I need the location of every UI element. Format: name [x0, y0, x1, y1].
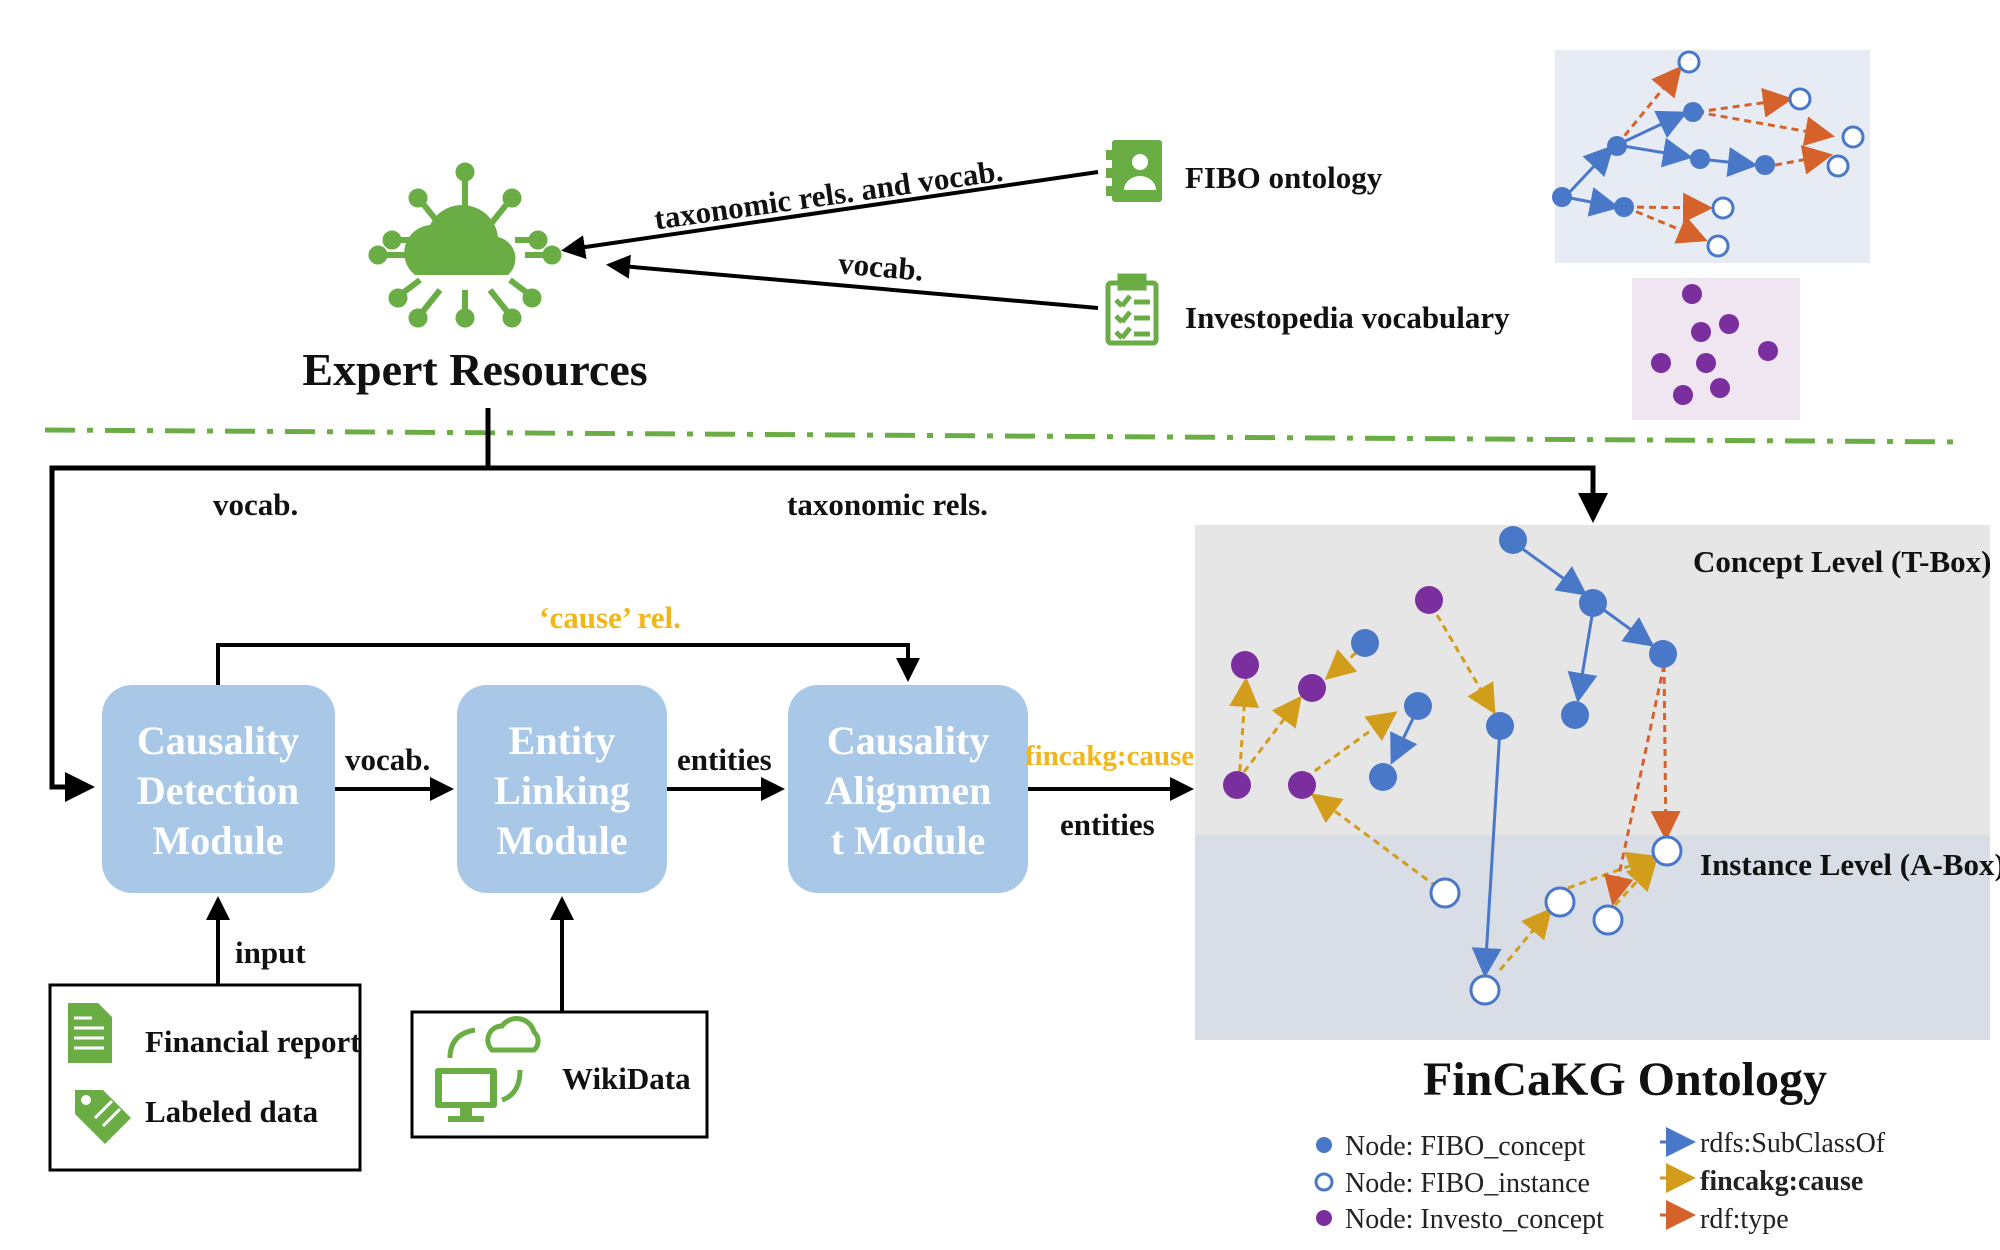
- svg-text:Linking: Linking: [494, 768, 630, 813]
- edge-cause-rel: [216, 643, 920, 685]
- wikidata-box: WikiData: [410, 1010, 709, 1139]
- cloud-network-icon: [368, 162, 562, 328]
- document-icon: [68, 1003, 112, 1063]
- legend-fibo-instance-marker: [1314, 1172, 1334, 1192]
- section-separator: [44, 427, 1966, 445]
- edge-label-vocab-top: vocab.: [837, 245, 925, 287]
- svg-text:Causality: Causality: [827, 718, 989, 763]
- wikidata-label: WikiData: [562, 1061, 691, 1096]
- svg-text:Causality: Causality: [137, 718, 299, 763]
- legend-cause: fincakg:cause: [1700, 1166, 1863, 1197]
- edge-label-entities-right: entities: [1060, 807, 1155, 842]
- svg-text:Module: Module: [496, 818, 627, 863]
- expert-resources-title: Expert Resources: [302, 344, 647, 395]
- causality-alignment-module: Causality Alignmen t Module: [788, 685, 1028, 893]
- clipboard-checklist-icon: [1105, 273, 1159, 346]
- instance-level-label: Instance Level (A-Box): [1700, 847, 2000, 882]
- expert-flow-lines: [49, 408, 1608, 802]
- causality-detection-module: Causality Detection Module: [102, 685, 335, 893]
- svg-text:t Module: t Module: [831, 818, 985, 863]
- fincakg-ontology-title: FinCaKG Ontology: [1423, 1053, 1827, 1106]
- tag-icon: [75, 1090, 131, 1144]
- legend-investo-concept: Node: Investo_concept: [1345, 1204, 1604, 1235]
- svg-text:Detection: Detection: [137, 768, 299, 813]
- edge-fibo-to-expert: [561, 170, 1099, 259]
- labeled-data-label: Labeled data: [145, 1094, 319, 1129]
- fibo-graph-thumbnail: [1552, 50, 1870, 263]
- edge-label-input: input: [235, 935, 306, 970]
- edge-label-entities-mid: entities: [677, 742, 772, 777]
- fincakg-ontology-panel: Concept Level (T-Box) Instance Level (A-…: [1195, 525, 2000, 1040]
- svg-text:Alignmen: Alignmen: [825, 768, 992, 813]
- investopedia-vocabulary-label: Investopedia vocabulary: [1185, 300, 1510, 335]
- entity-linking-module: Entity Linking Module: [457, 685, 667, 893]
- legend-fibo-instance: Node: FIBO_instance: [1345, 1168, 1590, 1199]
- financial-report-label: Financial report: [145, 1024, 361, 1059]
- edge-label-vocab-left: vocab.: [213, 487, 298, 522]
- edge-invest-to-expert: [606, 254, 1099, 310]
- legend-subclassof: rdfs:SubClassOf: [1700, 1128, 1886, 1159]
- legend-fibo-concept: Node: FIBO_concept: [1345, 1131, 1586, 1162]
- investopedia-graph-thumbnail: [1632, 278, 1800, 420]
- computer-cloud-sync-icon: [435, 1016, 541, 1122]
- contact-book-icon: [1106, 140, 1162, 202]
- ontology-legend: Node: FIBO_concept Node: FIBO_instance N…: [1314, 1127, 1886, 1235]
- data-sources-box: Financial report Labeled data: [48, 983, 362, 1172]
- legend-type: rdf:type: [1700, 1204, 1789, 1235]
- svg-text:Module: Module: [152, 818, 283, 863]
- edge-label-cause-rel: ‘cause’ rel.: [539, 600, 681, 635]
- edge-label-fincakg-cause: fincakg:cause: [1025, 740, 1194, 772]
- edge-label-taxonomic-vocab: taxonomic rels. and vocab.: [652, 153, 1005, 237]
- svg-text:Entity: Entity: [509, 718, 616, 763]
- edge-label-taxonomic-rels: taxonomic rels.: [787, 487, 988, 522]
- edge-label-vocab-mid: vocab.: [345, 742, 430, 777]
- legend-investo-concept-marker: [1316, 1210, 1332, 1226]
- legend-fibo-concept-marker: [1316, 1137, 1332, 1153]
- fibo-ontology-label: FIBO ontology: [1185, 160, 1383, 195]
- concept-level-label: Concept Level (T-Box): [1693, 544, 1992, 579]
